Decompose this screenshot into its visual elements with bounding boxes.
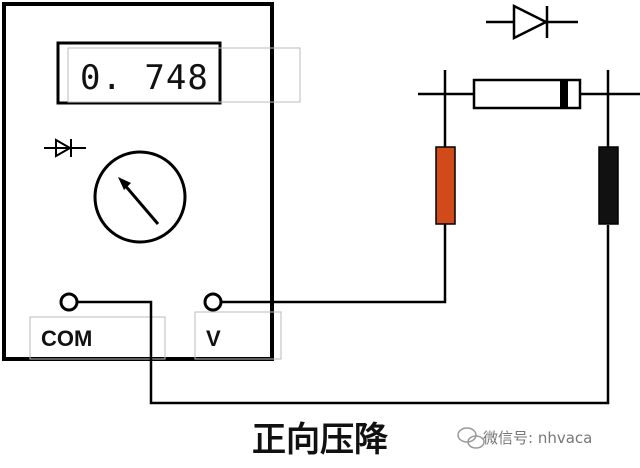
display-inner-frame [67,47,301,103]
meter-diode-icon [44,138,86,158]
dial-arrowhead [118,177,131,190]
com-lead-wire [76,225,610,405]
display-reading: 0. 748 [80,58,209,98]
com-label: COM [41,326,93,351]
v-lead-wire [221,224,447,304]
caption: 正向压降 [252,420,388,460]
black-probe[interactable] [598,146,619,225]
watermark: 微信号: nhvaca [483,429,593,447]
v-terminal[interactable] [203,292,223,312]
v-label: V [206,326,221,351]
dial-pointer [121,182,160,225]
com-label-box [29,316,166,360]
wechat-icon [457,427,485,449]
diode-symbol-icon [486,3,578,41]
red-probe[interactable] [435,146,456,225]
com-terminal[interactable] [59,292,79,312]
diode-cathode-band [560,80,568,108]
v-label-box [194,311,282,360]
display-window [56,41,222,105]
dial-knob[interactable] [93,150,187,244]
